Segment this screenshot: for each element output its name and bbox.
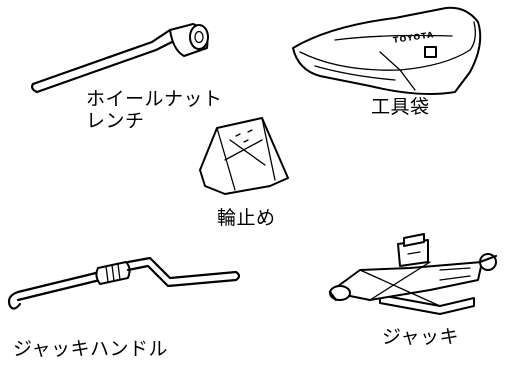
tool-bag-label: 工具袋 (371, 96, 430, 118)
wheel-nut-wrench-label-line2: レンチ (86, 110, 145, 132)
wheel-nut-wrench-label-line1: ホイールナット (86, 88, 223, 110)
wheel-chock-label: 輪止め (217, 207, 276, 229)
jack-handle-label: ジャッキハンドル (13, 338, 169, 360)
jack-label: ジャッキ (382, 326, 460, 348)
